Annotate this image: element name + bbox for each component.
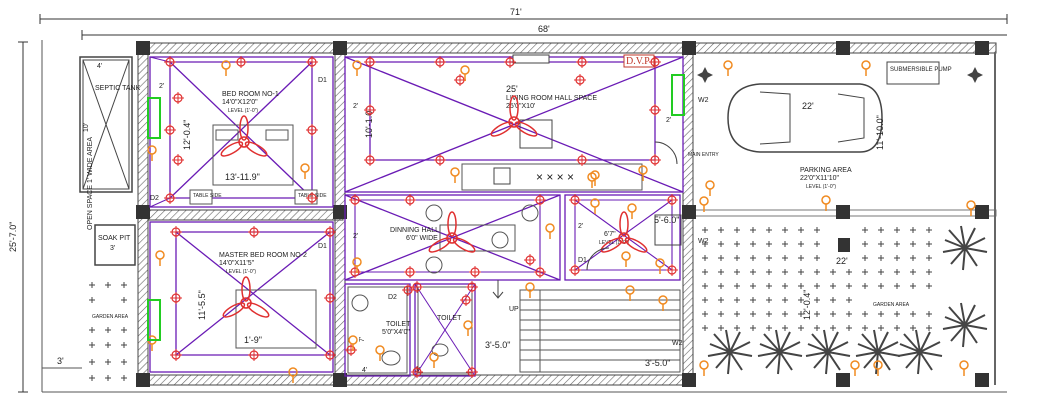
table-side-1: TABLE SIDE	[193, 193, 222, 199]
overall-width-dimension: 71'	[39, 7, 1008, 24]
stair-width-label: 3'-5.0"	[485, 340, 510, 350]
inner-width-label: 68'	[538, 24, 550, 34]
master-width-label: 1'-9"	[244, 335, 262, 345]
toilet-2: TOILET 3'	[410, 280, 479, 379]
toilet-1-label: TOILET	[386, 321, 411, 328]
parking-size: 22'0"X11'10"	[800, 175, 840, 182]
left-garden: GARDEN AREA	[88, 281, 129, 382]
toilet-2-dim: 3'	[415, 367, 420, 374]
parking-depth-label: 11'-10.0"	[875, 115, 885, 150]
parking-label: PARKING AREA	[800, 167, 852, 174]
living-size: 25'0"X10'	[506, 103, 535, 110]
main-entry-label: MAIN ENTRY	[688, 152, 719, 158]
two-ft-label: 2'	[159, 83, 164, 90]
septic-depth-label: 10'	[83, 123, 90, 132]
living-label: LIVING ROOM HALL SPACE	[506, 95, 597, 102]
stair-up-label: UP	[509, 306, 519, 313]
master-bedroom: MASTER BED ROOM NO-2 14'0"X11'5" LEVEL (…	[147, 221, 337, 384]
living-two-ft-right: 2'	[666, 117, 671, 124]
stair-width-label-2: 3'-5.0"	[645, 358, 670, 368]
living-depth-label: 10'-1.0"	[364, 108, 374, 138]
toilet-seven-ft: 7'	[359, 337, 366, 342]
kitchen-two-ft: 2'	[578, 223, 583, 230]
living-width-label: 25'	[506, 84, 518, 94]
open-space-label: OPEN SPACE 1' WIDE AREA	[87, 137, 94, 230]
overall-depth-dimension: 25'-7.0"	[8, 41, 28, 393]
septic-label: SEPTIC TANK	[95, 85, 141, 92]
dining-two-ft: 2'	[353, 233, 358, 240]
parking-area: SUBMERSIBLE PUMP 22' PARKING AREA 22'0"X…	[688, 60, 983, 217]
garden-plants	[701, 226, 933, 332]
inner-width-dimension: 68'	[81, 24, 1007, 40]
table-side-2: TABLE SIDE	[298, 193, 327, 199]
parking-level: LEVEL (1'-0")	[806, 184, 836, 190]
master-depth-label: 11'-5.5"	[197, 290, 207, 320]
toilet-1-dim: 4'	[362, 367, 367, 374]
dining-hall: DINNING HALL 6'0" WIDE 2'	[344, 172, 597, 281]
garden-label: GARDEN AREA	[873, 302, 910, 308]
w2-label-b: W2	[698, 238, 709, 245]
bedroom-1-size: 14'0"X12'0"	[222, 99, 258, 106]
soak-pit: SOAK PIT 3'	[94, 224, 136, 266]
d1-label-a: D1	[318, 77, 327, 84]
bedroom-1-level: LEVEL (1'-0")	[228, 108, 258, 114]
dvp-label: D.V.P	[626, 56, 650, 67]
kitchen: 6'7" 5'-6.0" D1 LEVEL (1'-0") 2'	[564, 193, 682, 281]
submersible-label: SUBMERSIBLE PUMP	[890, 67, 952, 73]
d1-label-b: D1	[318, 243, 327, 250]
garden-width-label: 22'	[836, 256, 848, 266]
kitchen-right-label: 5'-6.0"	[654, 215, 679, 225]
overall-depth-label: 25'-7.0"	[8, 222, 18, 252]
bed1-depth-label: 12'-0.4"	[182, 120, 192, 150]
master-bedroom-size: 14'0"X11'5"	[219, 260, 255, 267]
septic-tank: 4' SEPTIC TANK 10'	[79, 56, 141, 193]
plant-icon	[967, 67, 983, 83]
garden-area: 22' GARDEN AREA 12'-0.4" W2 W2	[672, 225, 988, 377]
car-icon	[727, 83, 883, 153]
dining-size: 6'0" WIDE	[406, 235, 438, 242]
left-garden-label: GARDEN AREA	[92, 314, 129, 320]
soak-pit-label: SOAK PIT	[98, 235, 131, 242]
garden-depth-label: 12'-0.4"	[802, 290, 812, 320]
overall-width-label: 71'	[510, 7, 522, 17]
w2-label-a: W2	[698, 97, 709, 104]
bedroom-1-label: BED ROOM NO-1	[222, 91, 279, 98]
toilet-1-size: 5'0"X4'0"	[382, 329, 410, 336]
master-bedroom-label: MASTER BED ROOM NO-2	[219, 252, 307, 259]
walls	[136, 41, 997, 387]
d2-label-a: D2	[150, 195, 159, 202]
master-level: LEVEL (1'-0")	[226, 269, 256, 275]
kitchen-level: LEVEL (1'-0")	[599, 240, 629, 246]
parking-car-dim: 22'	[802, 101, 814, 111]
bedroom-1: TABLE SIDE TABLE SIDE BED ROOM NO-1 14'0…	[147, 55, 334, 208]
d2-label-b: D2	[388, 294, 397, 301]
kitchen-size: 6'7"	[604, 231, 616, 238]
plant-icon	[697, 67, 713, 83]
toilet-1: TOILET 5'0"X4'0" 4' D2 7'	[344, 283, 415, 377]
svg-text:× × × ×: × × × ×	[536, 170, 574, 184]
living-room: × × × × D.V.P 25' LIVING ROOM HALL SPACE…	[344, 54, 685, 193]
w2-label-c: W2	[672, 340, 683, 347]
septic-width-label: 4'	[97, 63, 102, 70]
dining-label: DINNING HALL	[390, 227, 439, 234]
staircase: UP 3'-5.0" 3'-5.0"	[485, 280, 681, 373]
left-setback-label: 3'	[57, 356, 64, 366]
toilet-2-label: TOILET	[437, 315, 462, 322]
soak-pit-size: 3'	[110, 245, 115, 252]
d1-label-c: D1	[578, 257, 587, 264]
bed1-width-label: 13'-11.9"	[225, 172, 260, 182]
living-two-ft: 2'	[353, 103, 358, 110]
